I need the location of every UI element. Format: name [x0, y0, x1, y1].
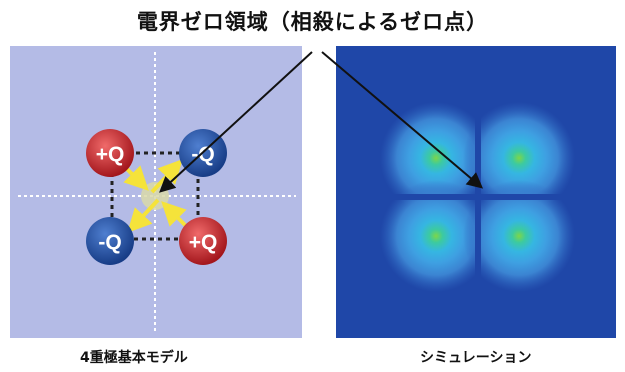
- charge-square: [110, 151, 200, 241]
- lobe-top-right: [463, 102, 575, 214]
- charge-plus-q-top-left: [86, 129, 134, 177]
- charge-label: -Q: [98, 231, 121, 254]
- quadrupole-model-panel: +Q -Q -Q +Q: [10, 46, 302, 338]
- simulation-panel: [336, 46, 616, 338]
- charge-label: +Q: [189, 231, 218, 254]
- right-caption: シミュレーション: [420, 350, 532, 366]
- pointer-arrows: [159, 51, 484, 193]
- charge-label: +Q: [96, 143, 125, 166]
- left-caption: 4重極基本モデル: [80, 350, 188, 366]
- field-lobes: [380, 102, 575, 292]
- lobe-bottom-left: [380, 180, 492, 292]
- lobe-top-left: [380, 102, 492, 214]
- charge-label: -Q: [191, 143, 214, 166]
- lobe-bottom-right: [463, 180, 575, 292]
- charge-minus-q-bottom-left: [86, 217, 134, 265]
- charge-plus-q-bottom-right: [179, 217, 227, 265]
- diagram-title: 電界ゼロ領域（相殺によるゼロ点）: [136, 10, 489, 34]
